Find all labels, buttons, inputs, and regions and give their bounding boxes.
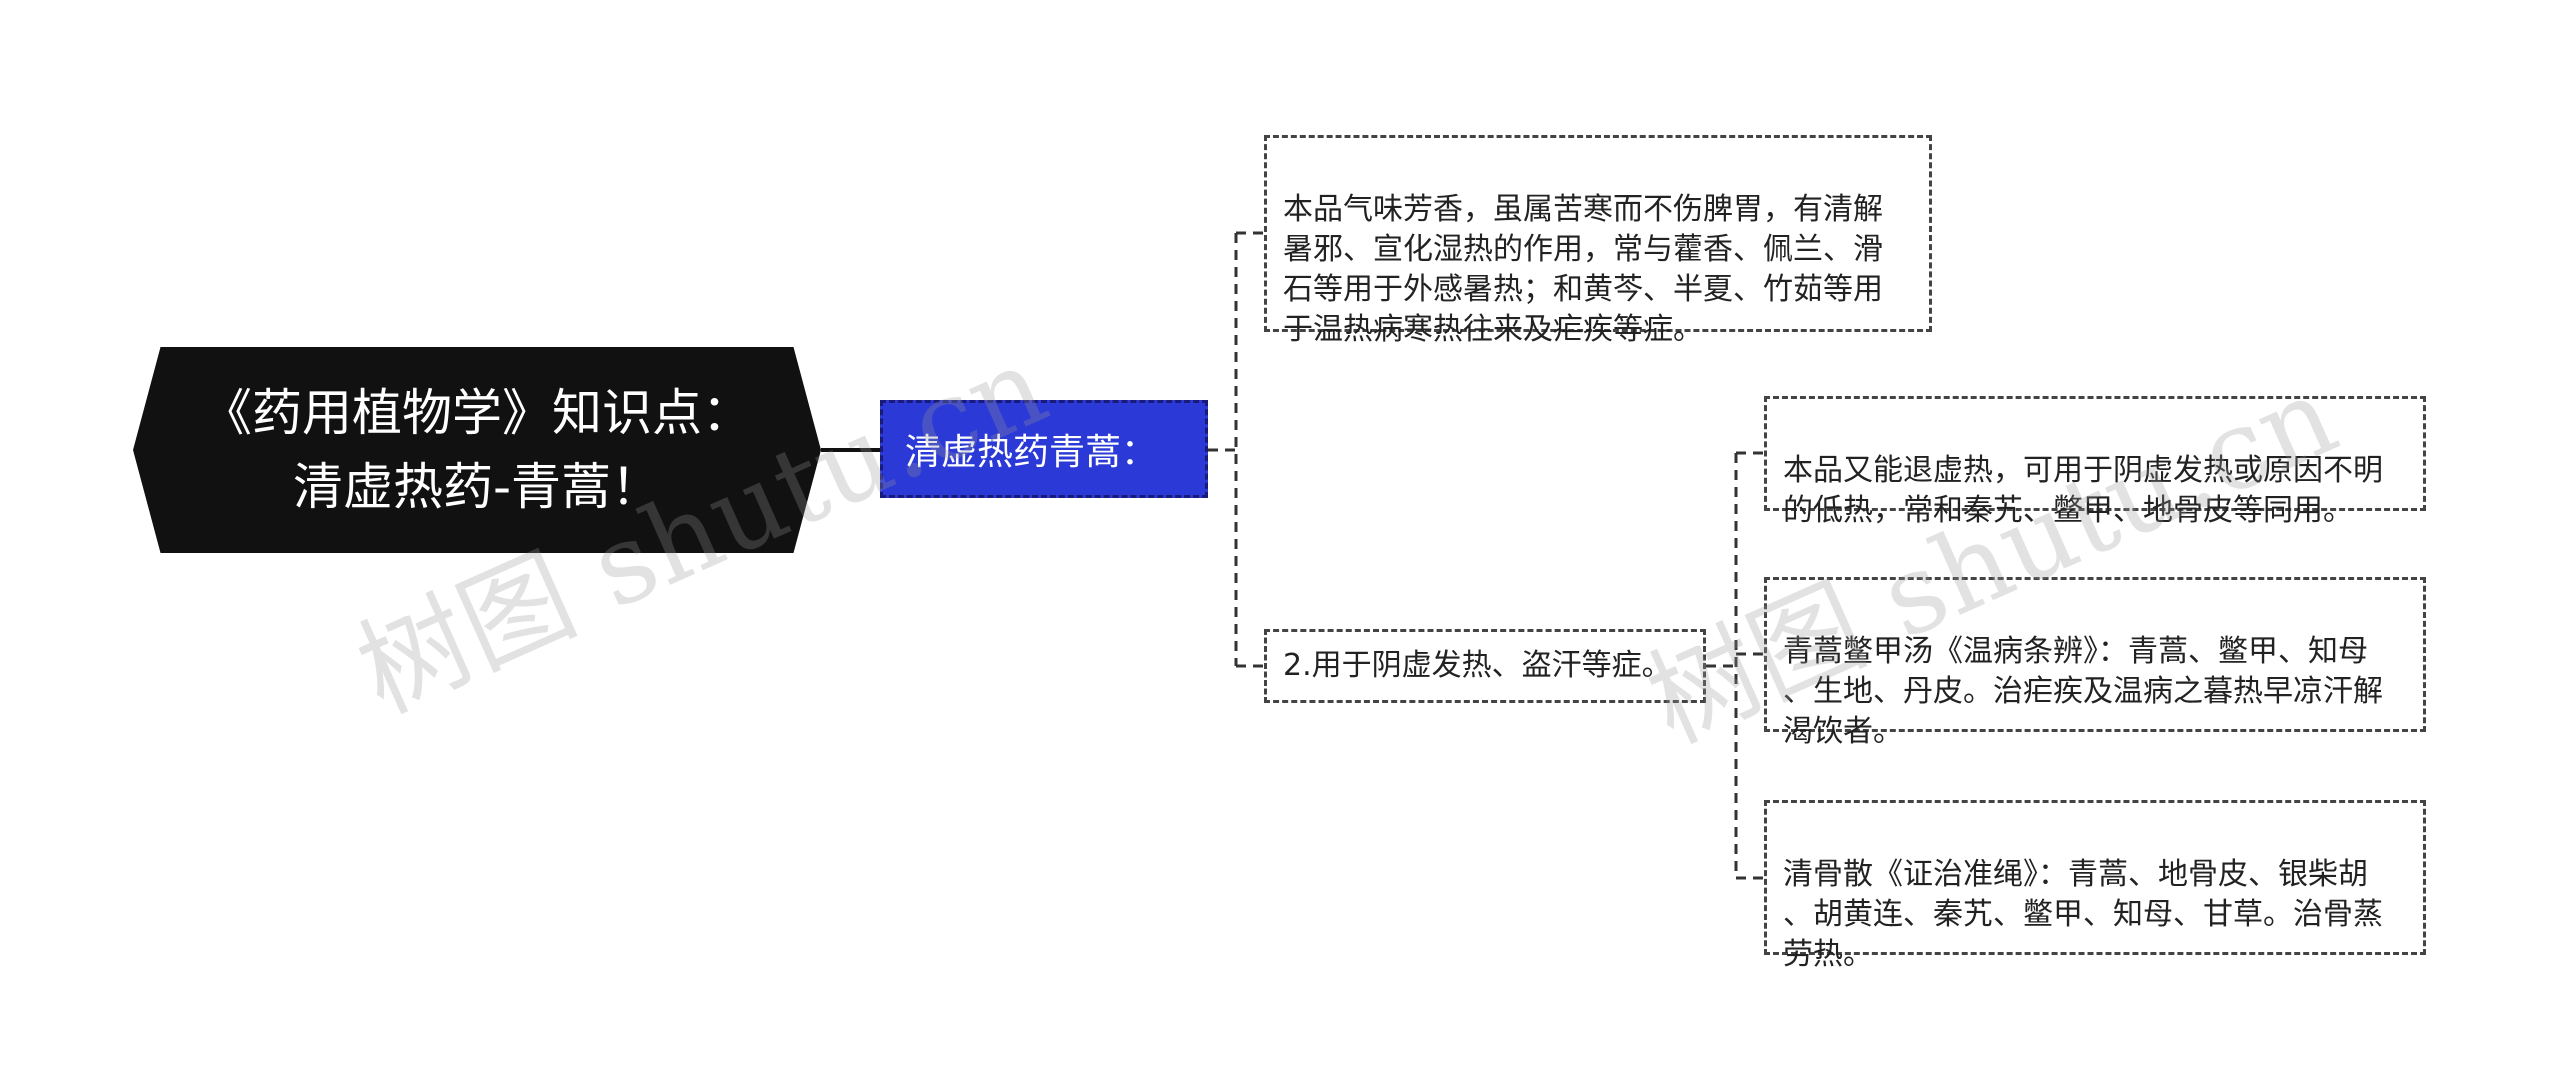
leaf-text: 本品气味芳香，虽属苦寒而不伤脾胃，有清解 暑邪、宣化湿热的作用，常与藿香、佩兰、…	[1283, 192, 1883, 347]
leaf-node-qinghao-biejia-decoction[interactable]: 青蒿鳖甲汤《温病条辨》：青蒿、鳖甲、知母 、生地、丹皮。治疟疾及温病之暮热早凉汗…	[1764, 577, 2426, 749]
branch-label: 清虚热药青蒿：	[905, 432, 1158, 473]
leaf-text: 2.用于阴虚发热、盗汗等症。	[1283, 648, 1672, 683]
leaf-text: 青蒿鳖甲汤《温病条辨》：青蒿、鳖甲、知母 、生地、丹皮。治疟疾及温病之暮热早凉汗…	[1783, 634, 2383, 749]
branch-node-qinghao[interactable]: 清虚热药青蒿：	[880, 400, 1208, 498]
root-title: 《药用植物学》知识点： 清虚热药-青蒿！	[202, 384, 752, 516]
leaf-node-low-fever[interactable]: 本品又能退虚热，可用于阴虚发热或原因不明 的低热，常和秦艽、鳖甲、地骨皮等同用。	[1764, 396, 2426, 528]
root-node[interactable]: 《药用植物学》知识点： 清虚热药-青蒿！	[133, 347, 821, 553]
leaf-text: 清骨散《证治准绳》：青蒿、地骨皮、银柴胡 、胡黄连、秦艽、鳖甲、知母、甘草。治骨…	[1783, 857, 2383, 972]
leaf-text: 本品又能退虚热，可用于阴虚发热或原因不明 的低热，常和秦艽、鳖甲、地骨皮等同用。	[1783, 453, 2383, 528]
leaf-node-aroma-description[interactable]: 本品气味芳香，虽属苦寒而不伤脾胃，有清解 暑邪、宣化湿热的作用，常与藿香、佩兰、…	[1264, 135, 1932, 347]
leaf-node-qinggu-powder[interactable]: 清骨散《证治准绳》：青蒿、地骨皮、银柴胡 、胡黄连、秦艽、鳖甲、知母、甘草。治骨…	[1764, 800, 2426, 972]
leaf-node-yin-deficiency[interactable]: 2.用于阴虚发热、盗汗等症。	[1264, 629, 1706, 703]
